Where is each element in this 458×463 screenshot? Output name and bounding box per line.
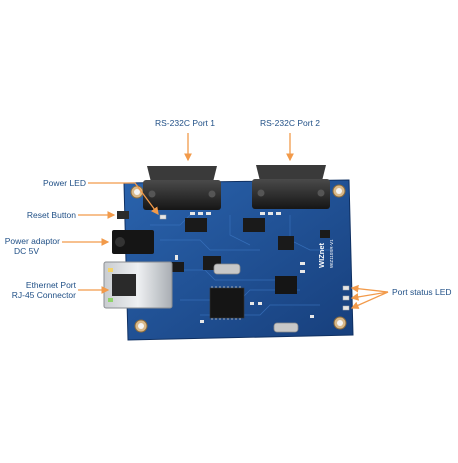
ic-chip	[170, 262, 184, 272]
port-status-led	[342, 305, 350, 311]
rs232-port1-connector	[143, 166, 221, 210]
ic-chip	[320, 230, 330, 238]
port-status-led	[342, 295, 350, 301]
label-ethernet-line2: RJ-45 Connector	[11, 290, 76, 300]
port-status-led	[342, 285, 350, 291]
pcb-board: WIZnet WIZ110SR-V1	[123, 179, 354, 341]
crystal-oscillator	[213, 263, 241, 275]
label-reset-button: Reset Button	[26, 210, 76, 220]
rs232-port2-connector	[252, 165, 330, 209]
label-ethernet-line1: Ethernet Port	[25, 280, 76, 290]
label-rs232-port1: RS-232C Port 1	[155, 118, 215, 128]
label-port-status-led: Port status LED	[392, 287, 452, 297]
label-rs232-port2: RS-232C Port 2	[260, 118, 320, 128]
ic-chip	[275, 276, 297, 294]
power-led-arrow	[88, 182, 159, 216]
crystal-oscillator	[273, 322, 299, 333]
ic-chip	[185, 218, 207, 232]
label-power-adaptor-line1: Power adaptor	[4, 236, 60, 246]
microcontroller-chip	[209, 287, 245, 319]
port-status-led-arrow	[350, 291, 389, 301]
ic-chip	[278, 236, 294, 250]
rj45-connector-component	[103, 261, 173, 309]
board-model: WIZ110SR-V1	[329, 239, 334, 268]
port-status-led-arrow	[350, 284, 389, 293]
ic-chip	[243, 218, 265, 232]
label-power-led: Power LED	[43, 178, 86, 188]
reset-button-component	[117, 211, 129, 219]
power-jack-component	[112, 230, 154, 254]
label-power-adaptor-line2: DC 5V	[14, 246, 40, 256]
power-led	[159, 214, 167, 220]
board-brand: WIZnet	[317, 243, 326, 268]
port-status-led-arrow	[350, 291, 389, 309]
